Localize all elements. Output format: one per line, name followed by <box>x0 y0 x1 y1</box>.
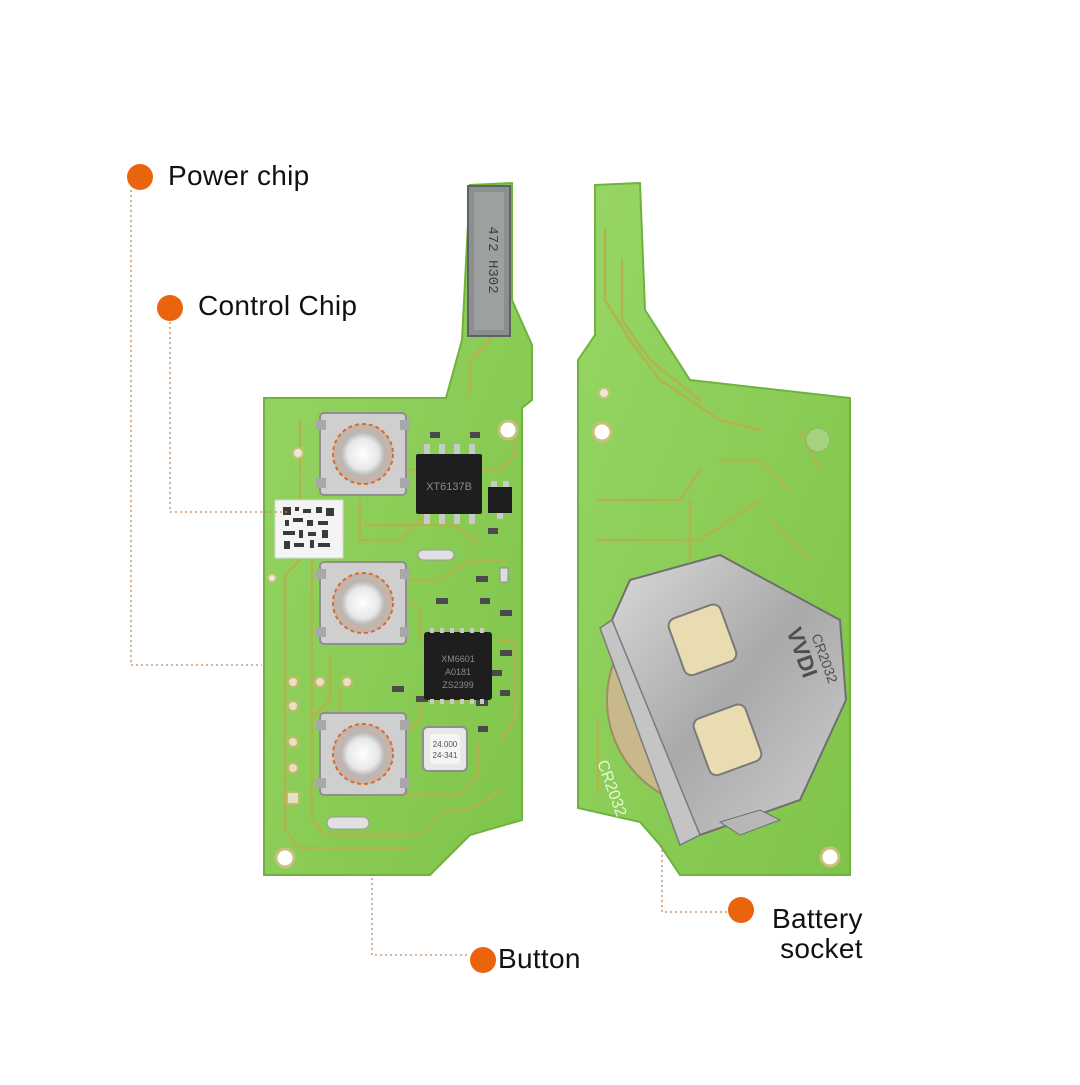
mount-hole <box>591 421 613 443</box>
transistor <box>488 481 512 519</box>
control-chip-label: Control Chip <box>198 290 358 321</box>
coil-component: 472 H302 <box>467 185 511 337</box>
battery-socket-leader <box>661 845 728 913</box>
control-ic-marking-1: XM6601 <box>441 654 475 664</box>
pcb-back: VVDI CR2032 CR2032 <box>577 181 851 876</box>
button-leader <box>371 878 470 956</box>
tactile-button-2 <box>316 561 410 645</box>
mount-hole <box>497 419 519 441</box>
power-chip-marker <box>127 164 153 190</box>
control-ic-marking-2: A0181 <box>445 667 471 677</box>
control-chip-leader <box>169 322 290 513</box>
qr-sticker <box>274 499 344 559</box>
battery-holder: VVDI CR2032 <box>599 553 848 847</box>
crystal-marking-1: 24.000 <box>433 740 458 749</box>
tactile-button-3 <box>316 712 410 796</box>
mount-hole <box>819 846 841 868</box>
crystal-oscillator: 24.000 24-341 <box>422 726 468 772</box>
power-chip-label: Power chip <box>168 160 310 191</box>
power-ic-marking: XT6137B <box>426 481 472 493</box>
button-marker <box>470 947 496 973</box>
mount-hole <box>274 847 296 869</box>
callout-leaders <box>130 190 728 956</box>
power-ic: XT6137B <box>416 444 482 524</box>
crystal-marking-2: 24-341 <box>433 751 458 760</box>
passives <box>326 432 512 830</box>
battery-socket-marker <box>728 897 754 923</box>
battery-socket-label-line1: Battery <box>772 903 863 934</box>
tactile-button-1 <box>316 412 410 496</box>
control-chip-marker <box>157 295 183 321</box>
power-chip-leader <box>130 190 262 666</box>
coil-marking: 472 H302 <box>484 226 500 293</box>
battery-socket-label: Battery socket <box>772 904 863 964</box>
battery-socket-label-line2: socket <box>780 933 863 964</box>
control-ic: XM6601 A0181 ZS2399 <box>424 628 492 704</box>
control-ic-marking-3: ZS2399 <box>442 680 474 690</box>
pcb-front: 472 H302 <box>263 181 533 876</box>
button-label: Button <box>498 943 581 974</box>
